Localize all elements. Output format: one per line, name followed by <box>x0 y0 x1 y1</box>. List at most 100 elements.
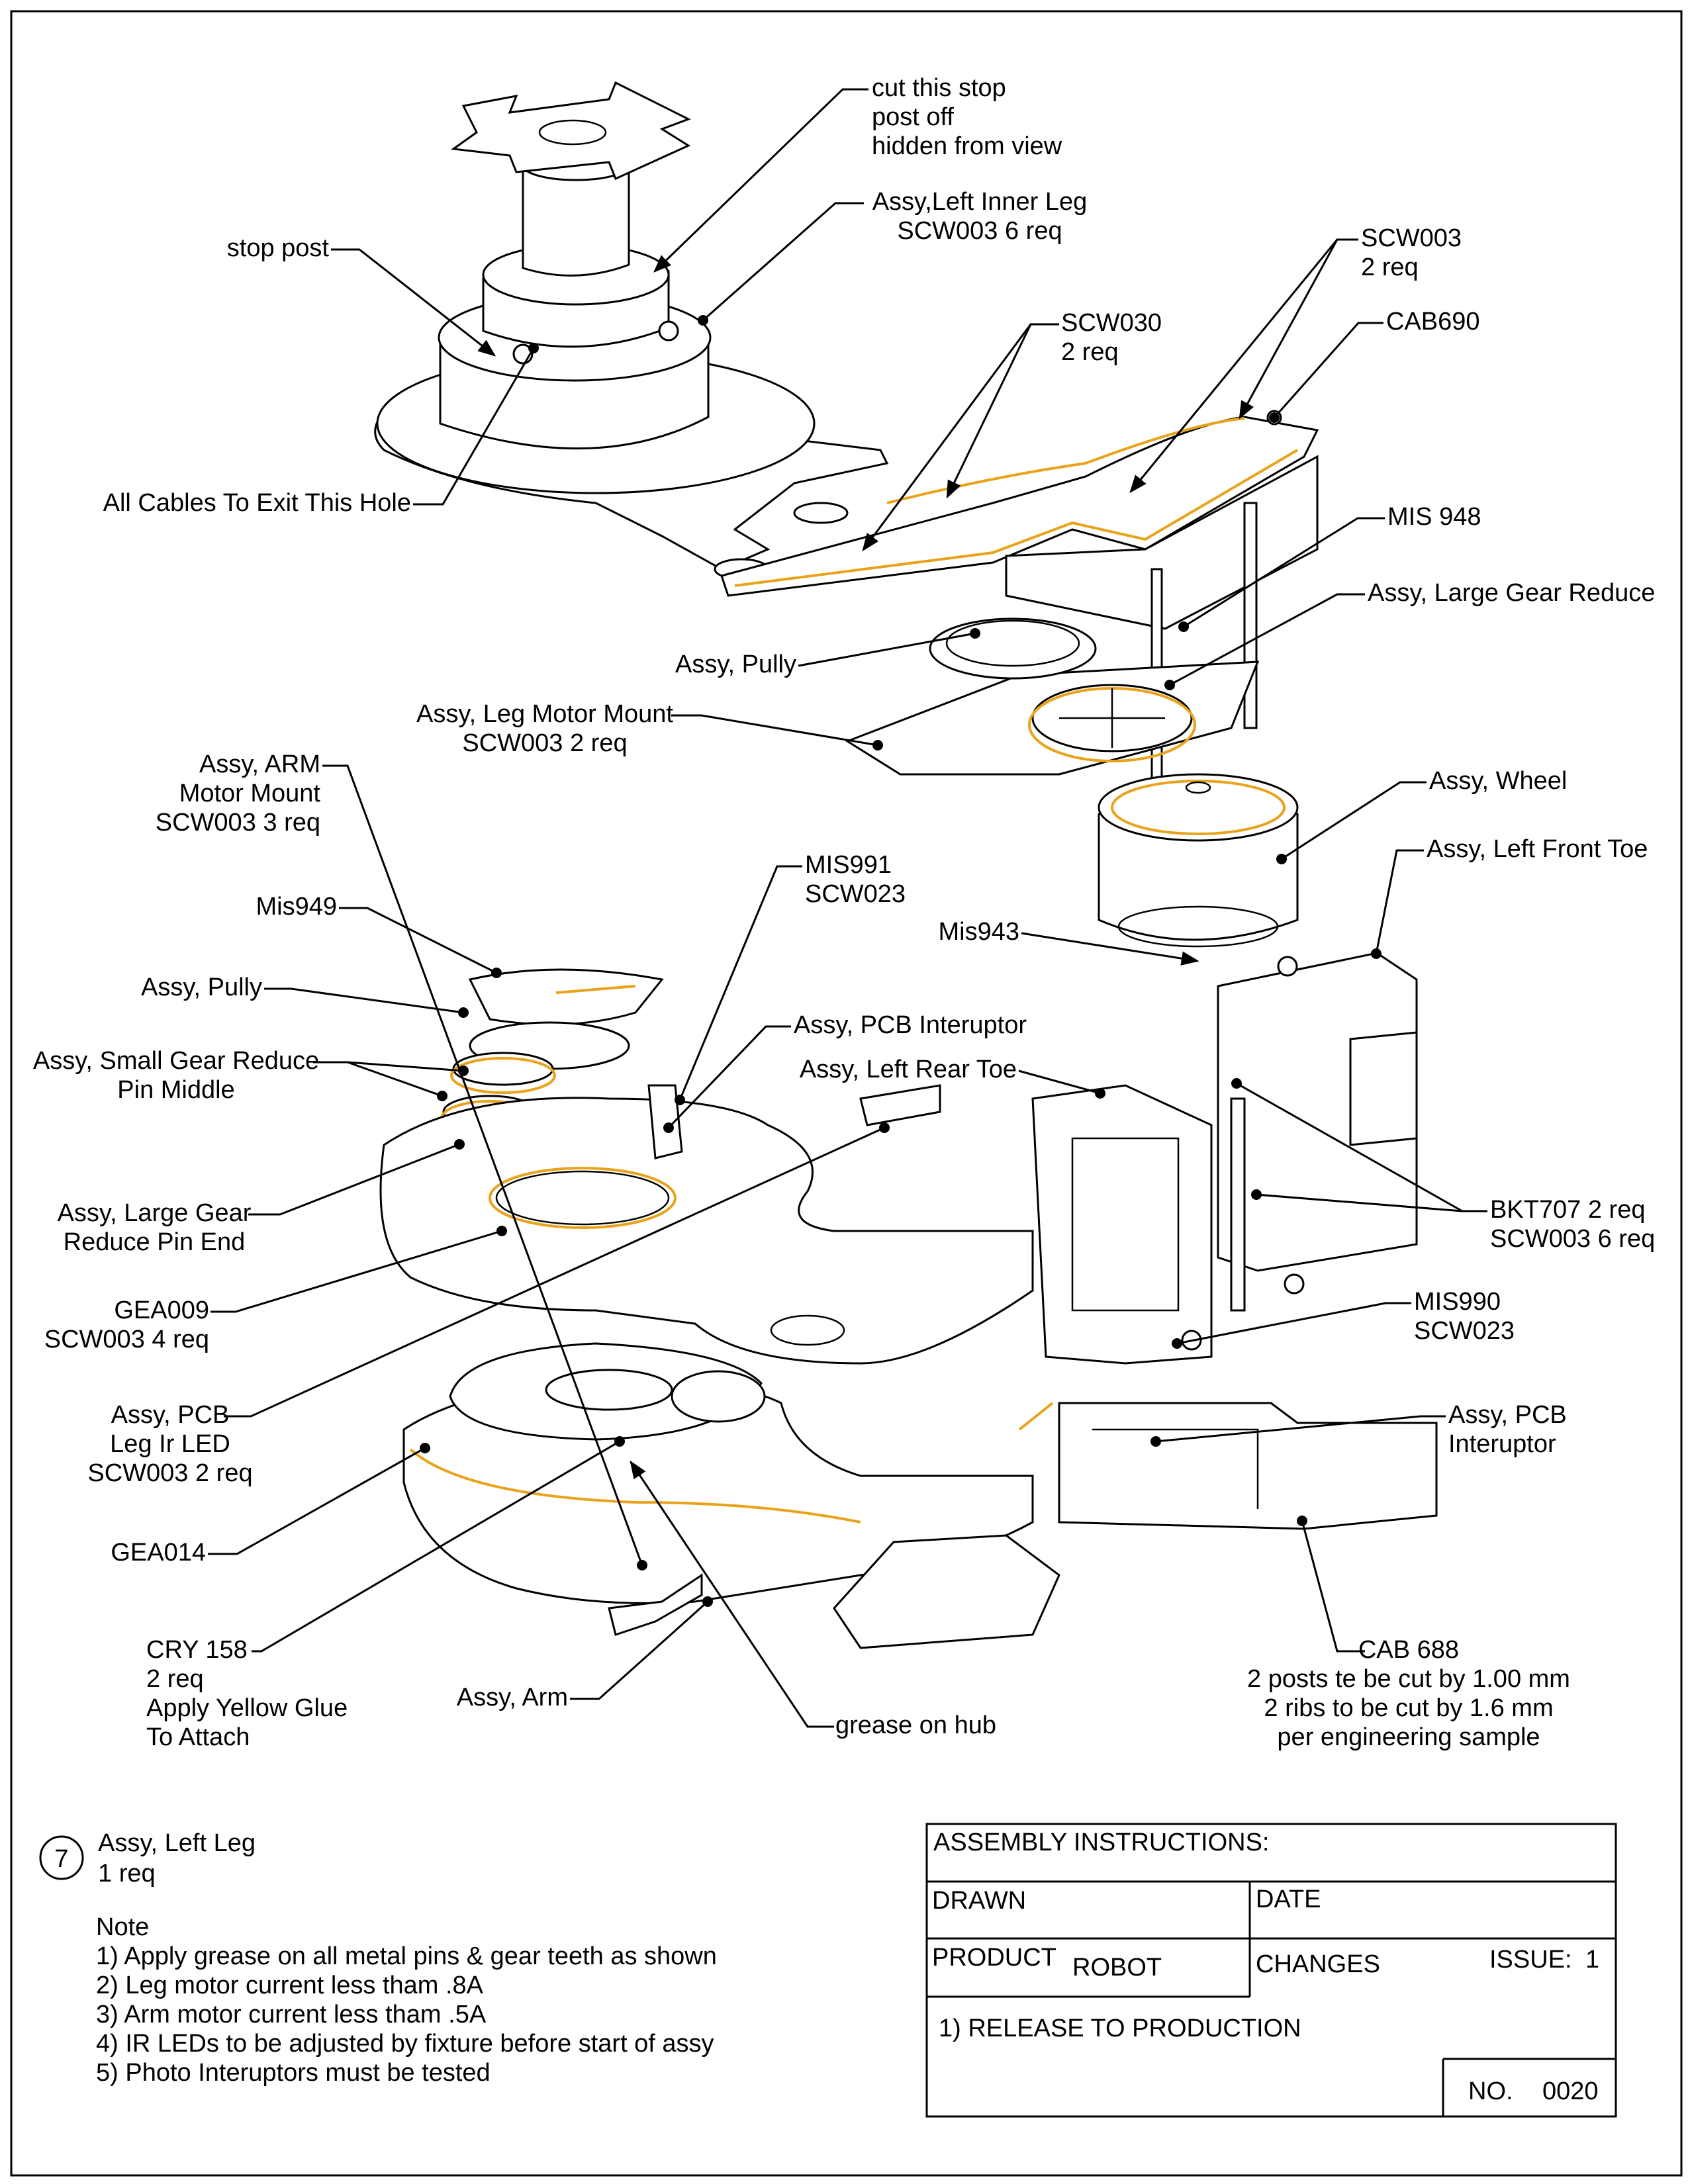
leader-line <box>570 1600 709 1700</box>
leader-dot <box>1276 854 1287 864</box>
leader-line <box>1169 593 1365 686</box>
leader-line <box>1301 1520 1365 1653</box>
date-label: DATE <box>1256 1886 1321 1913</box>
note-item: 3) Arm motor current less tham .5A <box>96 2001 487 2028</box>
leader-dot <box>1095 1088 1105 1099</box>
callout: grease on hub <box>630 1460 996 1739</box>
callout-label: Assy, PCB <box>111 1401 230 1429</box>
leader-line <box>653 88 868 273</box>
leader-line <box>248 1143 460 1216</box>
leader-dot <box>1164 680 1175 690</box>
leader-dot <box>454 1139 465 1150</box>
callout-label: Assy, ARM <box>199 751 320 778</box>
leader-dot <box>698 315 708 326</box>
callout-label: SCW023 <box>1414 1317 1515 1345</box>
leader-dot <box>1297 1516 1307 1526</box>
title-block <box>925 1823 1617 2118</box>
leader-line <box>211 1230 502 1313</box>
leader-line <box>1129 239 1338 494</box>
leader-line <box>313 1061 464 1072</box>
leader-dot <box>872 740 883 751</box>
leader-line <box>667 1025 791 1129</box>
callout-label: per engineering sample <box>1277 1723 1540 1751</box>
issue-label: ISSUE: <box>1489 1946 1572 1974</box>
callout-label: 2 req <box>146 1665 204 1693</box>
callout-label: grease on hub <box>835 1711 996 1739</box>
part-left-toes <box>1018 952 1438 1530</box>
leader-line <box>1155 1415 1446 1443</box>
leader-line <box>224 1126 885 1418</box>
callout-label: Assy, Large Gear <box>58 1199 252 1227</box>
callout: Assy, Wheel <box>1276 767 1567 864</box>
callout-label: Apply Yellow Glue <box>146 1694 348 1722</box>
part-wheel <box>1098 773 1299 948</box>
leader-dot <box>420 1443 430 1453</box>
part-upper-pulley-gear <box>845 617 1260 776</box>
leader-line <box>339 907 497 974</box>
callout-label: post off <box>872 103 954 131</box>
callout: Assy, Left Rear Toe <box>800 1056 1105 1099</box>
callout: Assy, Pully <box>141 974 469 1018</box>
callout-label: CAB690 <box>1386 308 1480 336</box>
leader-line <box>671 714 878 747</box>
callout-label: SCW003 4 req <box>44 1326 209 1353</box>
leader-line <box>347 1061 443 1097</box>
callout-label: 2 req <box>1361 253 1419 281</box>
leader-dot <box>437 1091 447 1101</box>
item-header: 7 Assy, Left Leg 1 req <box>39 1829 256 1888</box>
callout-label: SCW030 <box>1061 309 1162 337</box>
callout-label: 2 posts te be cut by 1.00 mm <box>1247 1665 1570 1693</box>
callout-label: BKT707 2 req <box>1490 1196 1645 1224</box>
callout-label: SCW003 2 req <box>462 729 627 757</box>
callout-label: Assy, Left Rear Toe <box>800 1056 1017 1083</box>
callout-label: To Attach <box>146 1723 250 1751</box>
callout: Assy, PCB Interuptor <box>663 1011 1027 1133</box>
leader-line <box>1176 1302 1411 1345</box>
callout-label: CAB 688 <box>1358 1636 1459 1664</box>
callout: Mis949 <box>256 893 502 978</box>
callout-label: Mis943 <box>939 918 1020 946</box>
leader-dot <box>663 1122 674 1133</box>
leader-line <box>798 632 976 667</box>
callout-label: CRY 158 <box>146 1636 248 1664</box>
callout-label: Assy, Large Gear Reduce <box>1368 579 1655 607</box>
leader-line <box>679 865 802 1101</box>
leader-line <box>1018 1069 1101 1095</box>
leader-line <box>630 1460 834 1728</box>
leader-dot <box>1269 412 1280 423</box>
callout: Assy, Arm <box>457 1596 713 1711</box>
callout-label: Assy, PCB <box>1448 1401 1567 1429</box>
leader-dot <box>496 1226 507 1236</box>
leader-line <box>1021 932 1199 966</box>
sheet-border <box>10 10 1683 2177</box>
leader-dot <box>1150 1436 1161 1447</box>
notes: Note 1) Apply grease on all metal pins &… <box>96 1913 717 2087</box>
callout-label: stop post <box>227 234 330 262</box>
callout-label: Assy, Wheel <box>1429 767 1567 795</box>
leader-line <box>252 1440 620 1653</box>
leader-dot <box>1172 1338 1182 1349</box>
item-qty: 1 req <box>98 1860 156 1888</box>
leader-dot <box>491 968 502 978</box>
leader-line <box>264 987 464 1014</box>
callout-label: SCW003 3 req <box>156 809 320 837</box>
callout-label: hidden from view <box>872 132 1062 160</box>
leader-dot <box>458 1007 469 1018</box>
callout-label: Mis949 <box>256 893 338 921</box>
part-left-inner-leg <box>374 81 889 580</box>
callout-label: Assy, Left Front Toe <box>1427 835 1648 863</box>
callout-label: Assy, Small Gear Reduce <box>33 1047 319 1075</box>
callout-label: All Cables To Exit This Hole <box>103 489 411 517</box>
leader-dot <box>637 1560 647 1570</box>
leader-line <box>413 347 535 506</box>
callout-label: GEA009 <box>114 1297 209 1324</box>
leader-line <box>322 764 643 1566</box>
